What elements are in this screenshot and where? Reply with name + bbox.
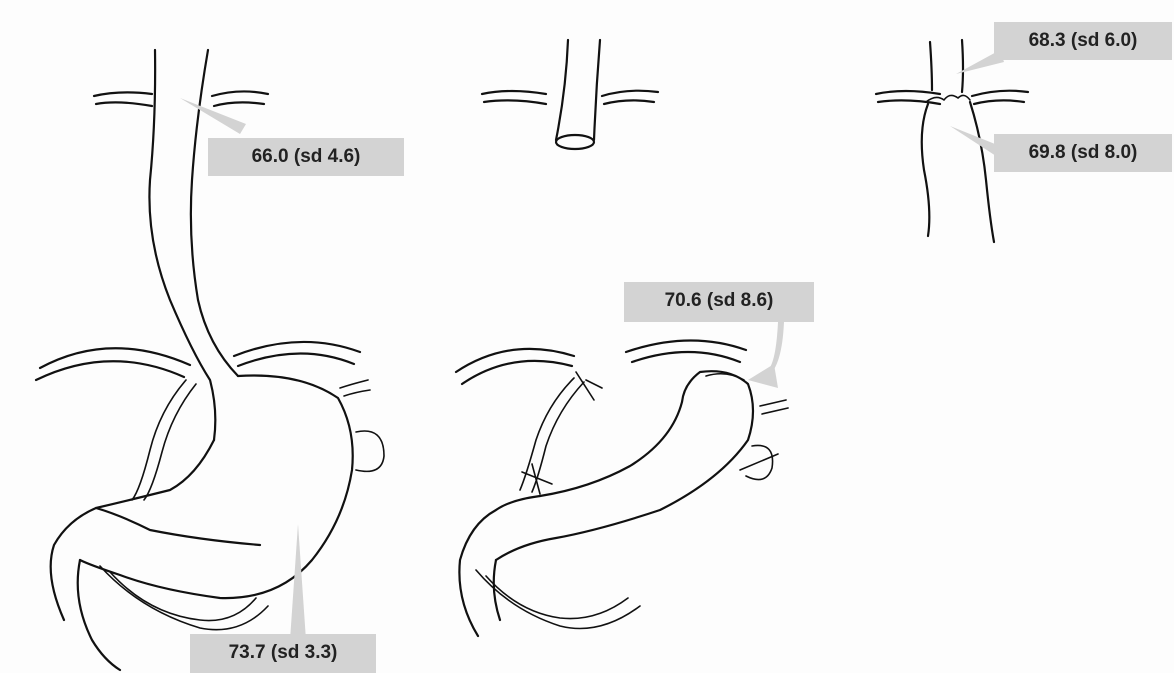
- gastric-tube-panel: [456, 40, 788, 636]
- right-clavicle-2: [602, 91, 658, 104]
- stomach-outline: [80, 375, 353, 598]
- left-clavicle-2: [482, 91, 546, 104]
- esophagus-remnant: [930, 40, 963, 92]
- diaphragm-left-2: [456, 349, 574, 384]
- label-anastomosis-esophagus: 68.3 (sd 6.0): [994, 22, 1172, 60]
- anastomosis-line: [926, 95, 970, 102]
- diaphragm-left: [36, 348, 190, 380]
- label-gastric-tube: 70.6 (sd 8.6): [624, 282, 814, 320]
- ligature-right: [760, 400, 788, 414]
- spleen-loop: [356, 431, 384, 471]
- label-anastomosis-gastric: 69.8 (sd 8.0): [994, 134, 1172, 172]
- gastric-tube-neck: [922, 102, 994, 242]
- stump-opening: [556, 135, 594, 149]
- label-native-esophagus: 66.0 (sd 4.6): [208, 138, 404, 176]
- left-clavicle-3: [876, 91, 940, 104]
- esophageal-stump: [556, 40, 600, 140]
- tube-body-lower: [459, 496, 540, 636]
- label-native-stomach: 73.7 (sd 3.3): [190, 634, 376, 672]
- left-gastric-vessel: [132, 380, 196, 500]
- callout-arrowhead: [748, 364, 778, 388]
- esophagus-right-wall: [191, 50, 238, 376]
- tube-fundus-fold: [706, 374, 744, 380]
- right-clavicle: [212, 91, 268, 106]
- callout-arrow: [290, 524, 306, 640]
- left-clavicle: [94, 92, 152, 106]
- callout-arrow: [950, 126, 1000, 156]
- short-gastric-vessel: [340, 380, 370, 396]
- gastric-tube-outline: [496, 371, 753, 560]
- diaphragm-right: [234, 342, 360, 366]
- diaphragm-right-2: [626, 340, 746, 362]
- right-clavicle-3: [972, 91, 1028, 104]
